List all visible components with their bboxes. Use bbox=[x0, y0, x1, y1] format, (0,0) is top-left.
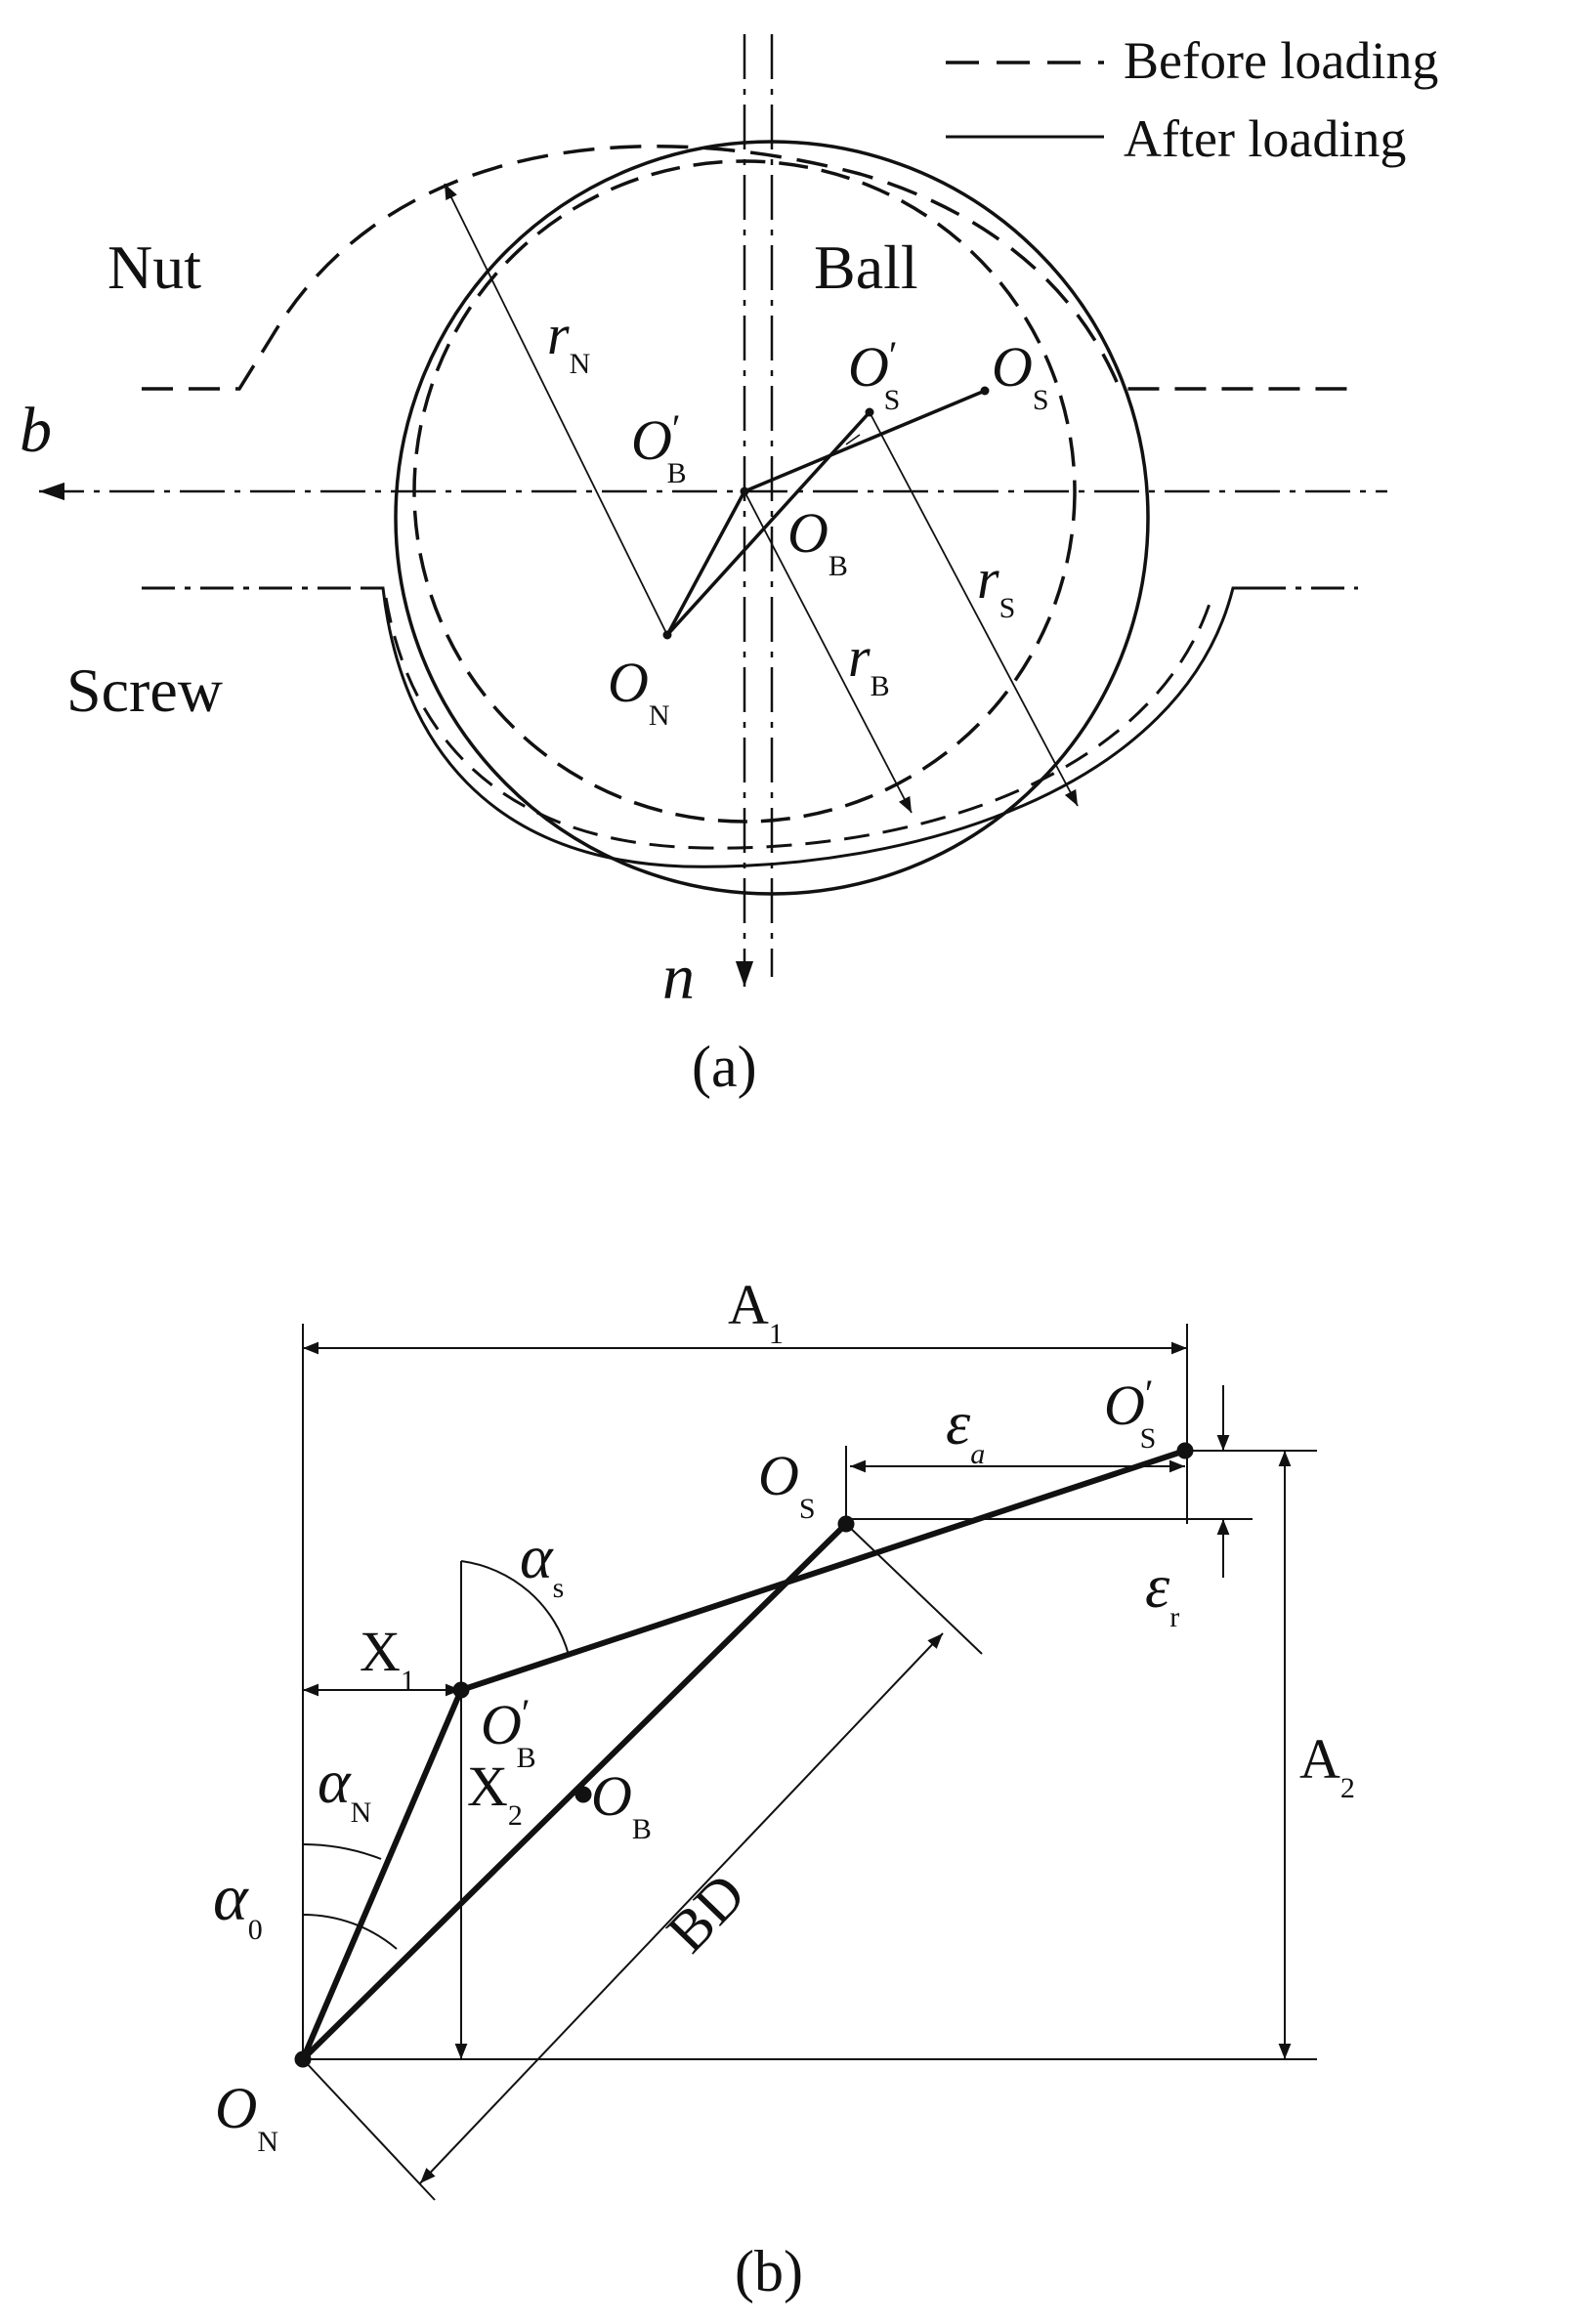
dim-label-X2: X2 bbox=[467, 1754, 523, 1832]
arc-alpha-N bbox=[302, 1842, 382, 1860]
contact-line-ON-OSp bbox=[665, 410, 871, 637]
radius-line-rN bbox=[444, 183, 668, 636]
legend-after-label: After loading bbox=[1124, 109, 1406, 168]
panel-b-labels: A1 A2 X1 X2 BD εa εr αs αN α0 ON O′B OB … bbox=[213, 1273, 1355, 2303]
panel-a-labels: Nut Ball Screw b n O′B OB ON O′S OS rN r… bbox=[20, 232, 1049, 1099]
screw-groove-after bbox=[366, 586, 1253, 868]
point-OBp-b bbox=[452, 1681, 470, 1699]
dim-label-A1: A1 bbox=[728, 1273, 784, 1350]
contact-line-ON-OBp bbox=[665, 490, 746, 636]
BD-ext-bottom bbox=[302, 2058, 436, 2201]
contact-line-OBp-OS bbox=[744, 389, 986, 493]
point-OB-b bbox=[574, 1786, 592, 1803]
point-label-OS-a: OS bbox=[992, 335, 1049, 416]
dim-label-A2: A2 bbox=[1299, 1727, 1355, 1804]
point-OSp bbox=[865, 407, 874, 417]
point-OS-b bbox=[837, 1515, 855, 1533]
dim-label-X1: X1 bbox=[360, 1620, 415, 1697]
nut-boundary bbox=[142, 145, 1358, 391]
point-label-OB-a: OB bbox=[787, 501, 848, 582]
point-label-OSp-a: O′S bbox=[848, 333, 900, 416]
point-OBp bbox=[740, 486, 749, 496]
dim-label-er: εr bbox=[1145, 1551, 1179, 1633]
line-ON-OBp bbox=[300, 1688, 464, 2061]
radius-line-rB bbox=[744, 490, 913, 814]
angle-label-alpha-0: α0 bbox=[213, 1860, 263, 1946]
nut-label: Nut bbox=[107, 232, 201, 302]
point-ON-b bbox=[294, 2050, 312, 2068]
radius-label-rS: rS bbox=[977, 547, 1015, 624]
dim-label-ea: εa bbox=[946, 1388, 985, 1470]
line-OBp-OSp bbox=[460, 1448, 1186, 1693]
ball-circle-after bbox=[394, 140, 1150, 896]
radius-label-rB: rB bbox=[848, 625, 890, 702]
point-OSp-b bbox=[1176, 1442, 1194, 1459]
caption-b: (b) bbox=[735, 2239, 803, 2303]
point-ON bbox=[662, 630, 672, 640]
point-OS bbox=[980, 386, 990, 396]
legend: Before loading After loading bbox=[946, 31, 1438, 168]
point-label-OBp-b: O′B bbox=[481, 1691, 536, 1774]
radius-label-rN: rN bbox=[547, 303, 590, 380]
radius-line-rS bbox=[869, 411, 1079, 807]
panel-b bbox=[294, 1324, 1317, 2201]
ball-circle-before bbox=[412, 159, 1077, 824]
n-axis-label: n bbox=[662, 942, 695, 1013]
legend-before-label: Before loading bbox=[1124, 31, 1438, 90]
point-label-OB-b: OB bbox=[591, 1764, 652, 1845]
panel-a bbox=[39, 34, 1387, 987]
BD-ext-top bbox=[845, 1523, 983, 1655]
point-label-OSp-b: O′S bbox=[1104, 1372, 1156, 1455]
angle-label-alpha-s: αs bbox=[520, 1522, 564, 1604]
point-label-OS-b: OS bbox=[758, 1444, 816, 1525]
radius-tick-b bbox=[845, 434, 861, 445]
arc-alpha-0 bbox=[302, 1913, 398, 1950]
dim-label-BD: BD bbox=[655, 1861, 757, 1965]
dim-BD bbox=[419, 1632, 944, 2184]
screw-label: Screw bbox=[66, 655, 223, 725]
point-label-ON-a: ON bbox=[608, 651, 670, 732]
screw-groove-before bbox=[384, 597, 1213, 850]
caption-a: (a) bbox=[692, 1035, 757, 1099]
angle-label-alpha-N: αN bbox=[318, 1747, 371, 1829]
arc-alpha-s bbox=[460, 1560, 570, 1656]
point-label-OBp-a: O′B bbox=[631, 406, 687, 489]
b-axis-label: b bbox=[20, 395, 52, 466]
line-ON-OS bbox=[300, 1521, 849, 2062]
ball-label: Ball bbox=[814, 232, 918, 302]
point-label-ON-b: ON bbox=[215, 2076, 278, 2158]
